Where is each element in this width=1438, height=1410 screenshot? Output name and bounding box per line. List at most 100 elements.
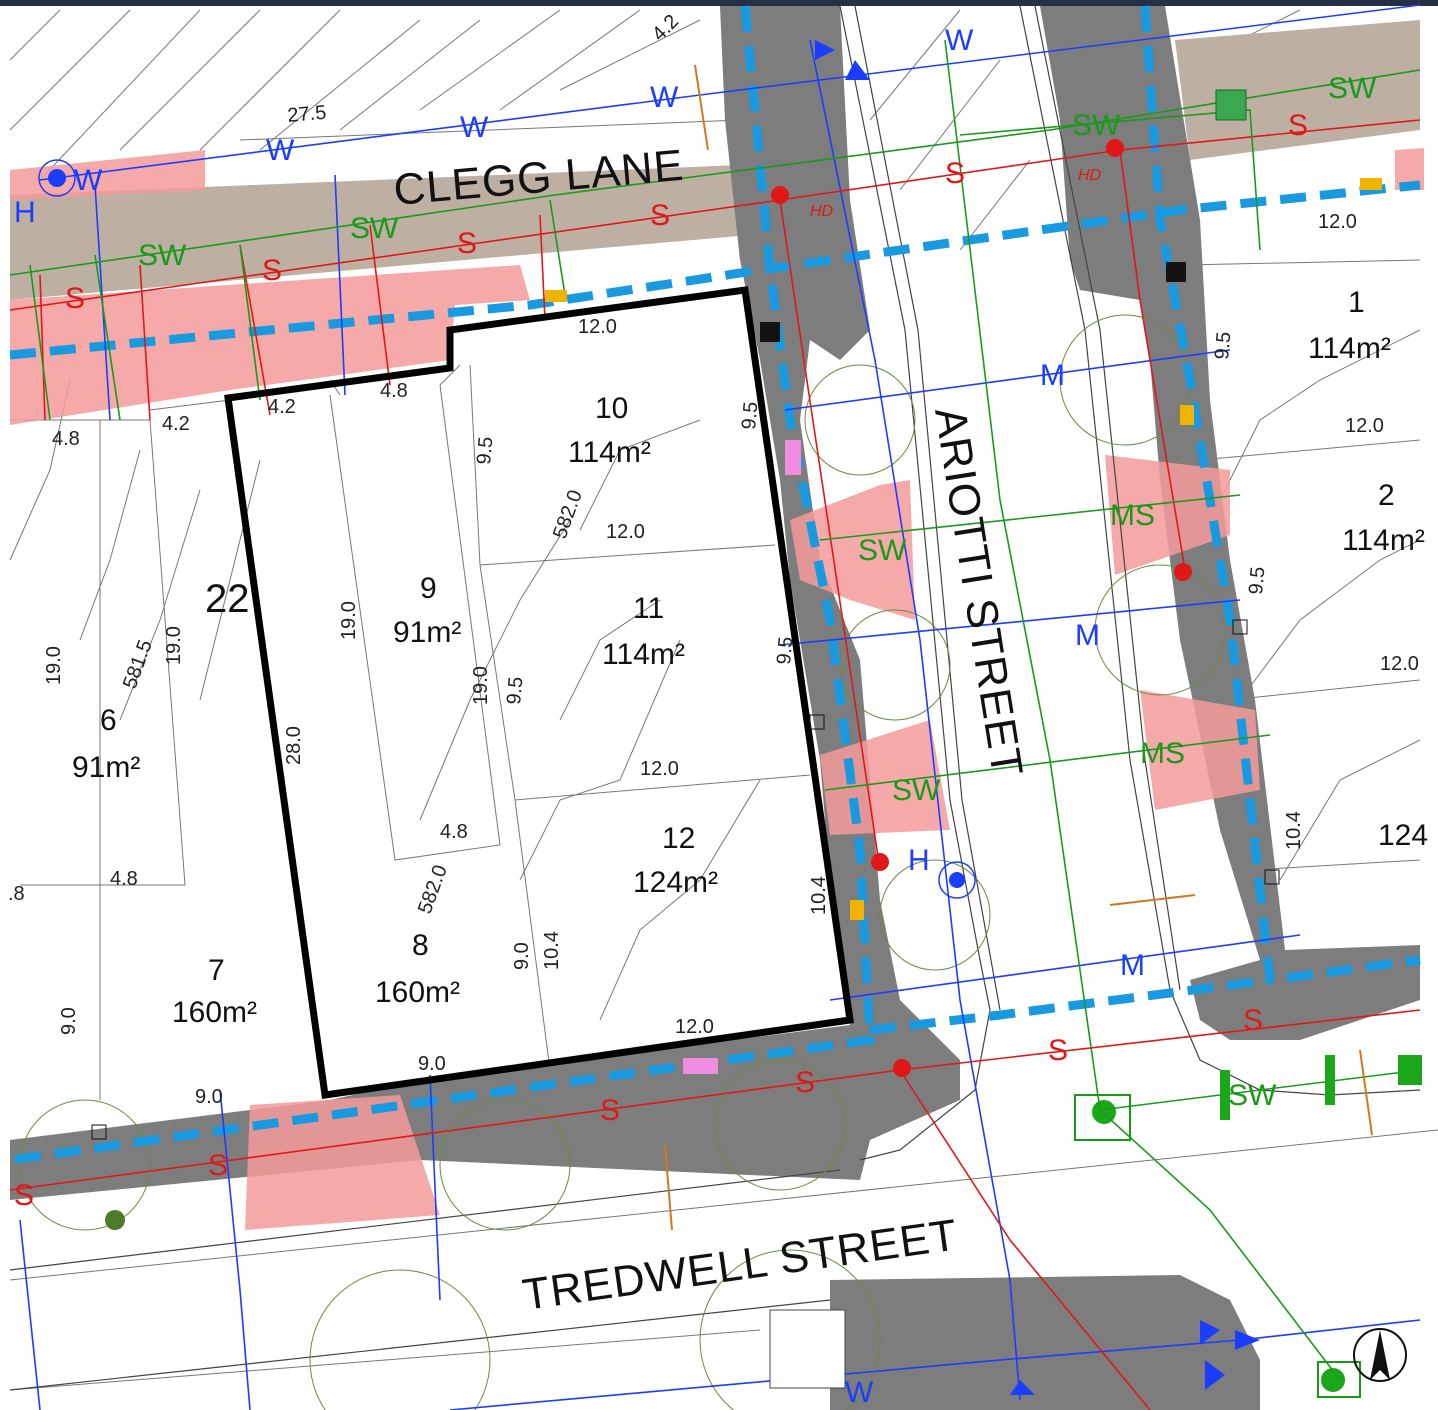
water-label: W — [845, 1376, 874, 1409]
dim-label: 27.5 — [287, 102, 328, 127]
dim-label: 19.0 — [470, 666, 492, 705]
lot-2-number: 2 — [1378, 479, 1395, 512]
sewer-label: S — [600, 1094, 620, 1127]
lot-1-area: 114m² — [1308, 332, 1391, 365]
dim-label: 9.5 — [1245, 566, 1269, 596]
stormwater-label: SW — [1228, 1079, 1277, 1112]
ariotti-footpath — [10, 6, 960, 1200]
lot-8-area: 160m² — [375, 976, 460, 1009]
lot-3-area: 124 — [1378, 819, 1428, 852]
lot-lines — [9, 119, 1438, 1391]
water-label: W — [650, 81, 679, 114]
dim-label: 4.2 — [648, 10, 683, 45]
sewer-label: S — [65, 282, 85, 315]
sewer-label: S — [262, 254, 282, 287]
dim-label: 9.5 — [1211, 331, 1235, 361]
stormwater-label: SW — [892, 774, 941, 807]
contour-label: 582.0 — [414, 862, 452, 917]
stormwater-lines — [9, 39, 1421, 1381]
utility-labels: W W W W W W H H M M M S S S S S S S S S … — [14, 24, 1377, 1409]
dim-label: 4.8 — [110, 868, 138, 890]
ms-label: MS — [1110, 499, 1155, 532]
dim-label: 10.4 — [1283, 811, 1305, 850]
dim-label: 28.0 — [283, 726, 305, 765]
lot-9-area: 91m² — [393, 616, 461, 649]
sewer-label: S — [14, 1179, 34, 1212]
dim-label: 19.0 — [43, 646, 65, 685]
sewer-junction-icons — [771, 139, 1192, 1077]
lot-7-area: 160m² — [172, 996, 257, 1029]
dim-label: 12.0 — [578, 316, 617, 338]
dim-label: 9.5 — [773, 636, 797, 666]
sewer-label: S — [945, 157, 965, 190]
lot-10-number: 10 — [595, 392, 628, 425]
lot-9-number: 9 — [420, 572, 437, 605]
m-label: M — [1120, 949, 1145, 982]
dim-label: 10.4 — [808, 876, 830, 915]
water-lines — [19, 4, 1421, 1410]
pit-icons — [91, 89, 1361, 1398]
water-label: W — [266, 134, 295, 167]
hd-label: HD — [810, 203, 834, 220]
m-label: M — [1040, 359, 1065, 392]
hydrant-label: H — [14, 196, 36, 229]
water-label: W — [460, 111, 489, 144]
dim-label: 12.0 — [606, 521, 645, 543]
lot-10-area: 114m² — [568, 436, 651, 469]
lot-11-area: 114m² — [602, 638, 685, 671]
dim-label: 12.0 — [675, 1016, 714, 1038]
dim-label: 4.2 — [268, 396, 296, 418]
dim-label: .8 — [8, 883, 25, 905]
dim-label: 4.2 — [162, 413, 190, 435]
lot-6-number: 6 — [100, 704, 117, 737]
dim-label: 12.0 — [1318, 211, 1357, 233]
clegg-lane-road — [10, 165, 750, 300]
kerbs — [9, 5, 1421, 1391]
hd-label: HD — [1078, 167, 1102, 184]
lot-12-area: 124m² — [633, 866, 718, 899]
dim-label: 4.8 — [440, 821, 468, 843]
contour-label: 582.0 — [549, 487, 587, 542]
stormwater-label: SW — [858, 534, 907, 567]
water-label: W — [945, 24, 974, 57]
lot-7-number: 7 — [208, 954, 225, 987]
lot-1-number: 1 — [1348, 286, 1365, 319]
top-border — [0, 0, 1438, 6]
fire-hydrant-icon — [38, 159, 976, 899]
stormwater-label: SW — [138, 239, 187, 272]
clegg-verge-pink — [10, 150, 530, 425]
lot-12-number: 12 — [662, 822, 695, 855]
lot-6-area: 91m² — [72, 751, 140, 784]
dim-label: 9.0 — [195, 1086, 223, 1108]
dim-label: 4.8 — [52, 428, 80, 450]
lot-labels: 10 114m² 11 114m² 12 124m² 9 91m² 8 160m… — [72, 286, 1428, 1029]
dim-label: 9.5 — [503, 676, 527, 706]
lot-8-number: 8 — [412, 929, 429, 962]
ms-label: MS — [1140, 737, 1185, 770]
dim-label: 9.0 — [58, 1007, 80, 1035]
contour-label: 581.5 — [119, 637, 157, 692]
dim-label: 4.8 — [380, 380, 408, 402]
sewer-label: S — [1288, 109, 1308, 142]
sewer-label: S — [1243, 1004, 1263, 1037]
dim-label: 12.0 — [1380, 653, 1419, 675]
street-ariotti: ARIOTTI STREET — [925, 404, 1032, 780]
contour-lines — [9, 9, 1421, 1021]
stormwater-label: SW — [1072, 109, 1121, 142]
tree-icons — [19, 314, 1345, 1410]
sewer-label: S — [208, 1149, 228, 1182]
gas-lines — [664, 64, 1373, 1231]
development-boundary — [224, 286, 854, 1099]
dim-label: 12.0 — [1345, 415, 1384, 437]
dim-label: 19.0 — [338, 601, 360, 640]
hydrant-label: H — [908, 844, 930, 877]
dim-label: 9.5 — [473, 436, 497, 466]
lot-22-label: 22 — [205, 577, 250, 621]
sewer-label: S — [650, 199, 670, 232]
comms-lines — [9, 5, 1421, 1165]
lot-11-number: 11 — [633, 592, 664, 625]
dim-label: 19.0 — [163, 626, 185, 665]
dim-label: 9.5 — [738, 401, 762, 431]
